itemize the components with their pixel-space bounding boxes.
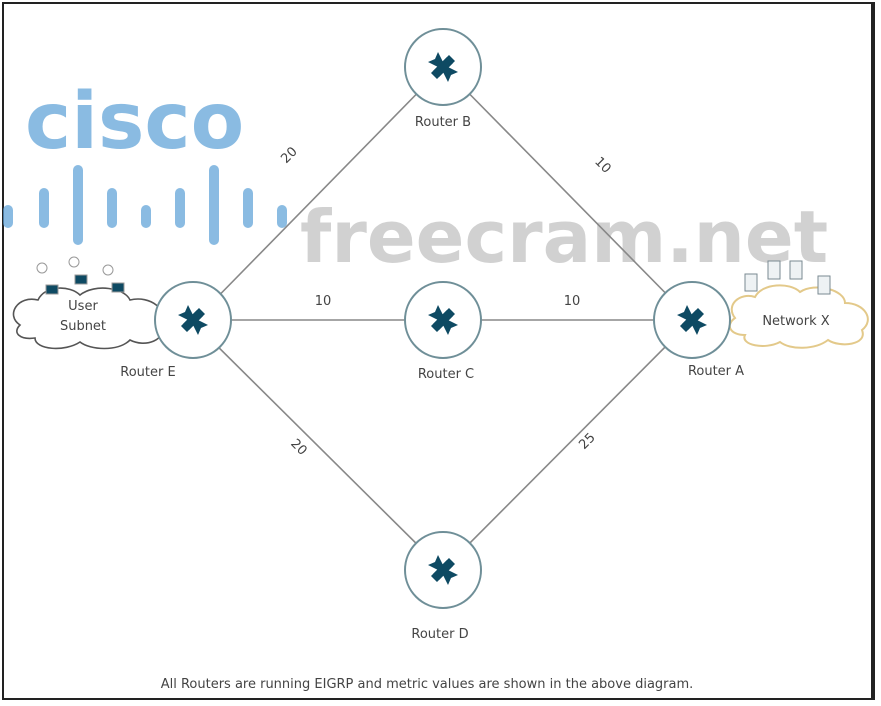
router-c-label: Router C: [418, 367, 474, 382]
metric-e-b: 20: [278, 144, 300, 166]
metric-b-a: 10: [591, 154, 613, 176]
router-b: [404, 28, 482, 106]
router-b-label: Router B: [415, 115, 471, 130]
user-subnet-label-1: User: [68, 299, 98, 314]
router-e-label: Router E: [120, 365, 175, 380]
metric-e-c: 10: [315, 294, 332, 309]
router-d-label: Router D: [411, 627, 468, 642]
link-e-d: [192, 321, 444, 571]
link-b-a: [442, 66, 693, 321]
router-c: [404, 281, 482, 359]
site-watermark: freecram.net: [300, 195, 828, 279]
diagram-caption: All Routers are running EIGRP and metric…: [161, 677, 694, 692]
router-d: [404, 531, 482, 609]
user-subnet-label-2: Subnet: [60, 319, 106, 334]
cisco-logo-text: cisco: [25, 77, 244, 167]
router-a: [653, 281, 731, 359]
router-e: [154, 281, 232, 359]
user-computers-icon: [36, 256, 125, 295]
network-x-label: Network X: [762, 314, 829, 329]
network-x-cloud: Network X: [728, 260, 869, 349]
cisco-logo-watermark: [3, 165, 287, 245]
user-subnet-cloud: User Subnet: [12, 256, 164, 350]
metric-c-a: 10: [564, 294, 581, 309]
server-icons: [744, 260, 831, 295]
router-a-label: Router A: [688, 364, 744, 379]
metric-e-d: 20: [287, 436, 309, 458]
link-d-a: [442, 319, 693, 571]
link-e-b: [192, 66, 444, 323]
